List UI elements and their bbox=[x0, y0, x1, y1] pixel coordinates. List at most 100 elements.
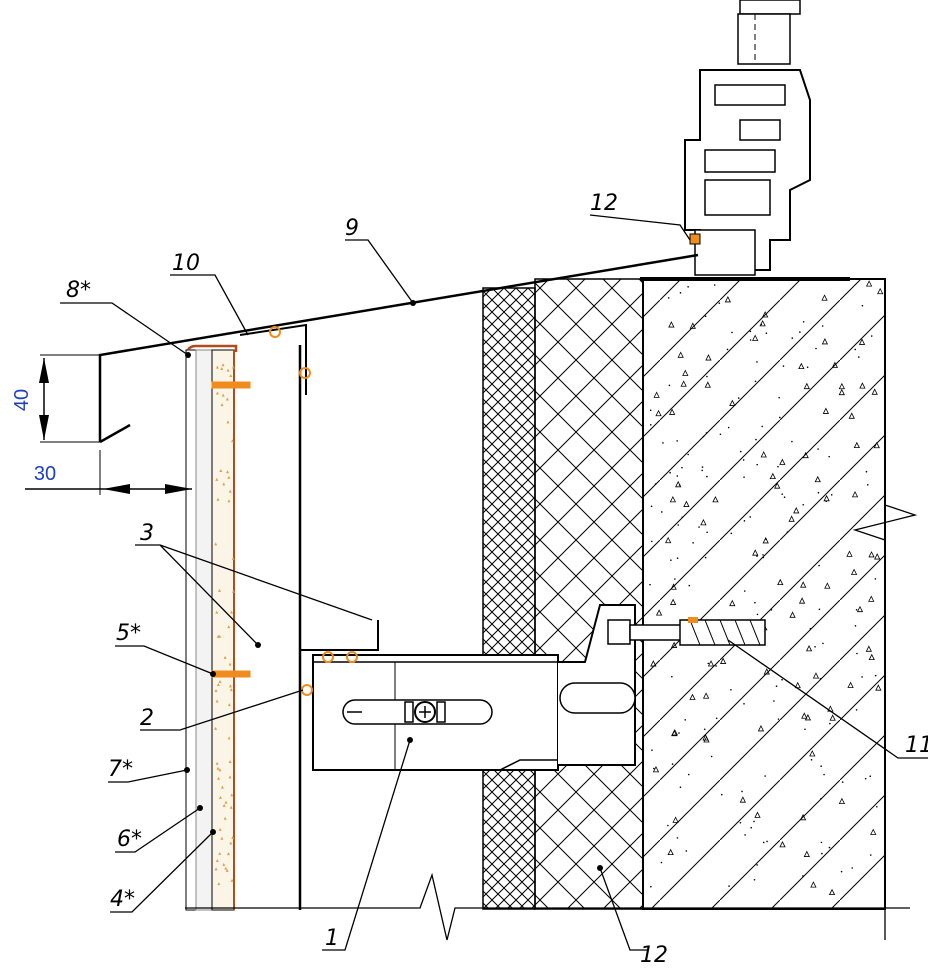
aggregate-mark bbox=[828, 888, 836, 896]
aggregate-mark bbox=[218, 588, 222, 592]
aggregate-mark bbox=[831, 361, 839, 368]
cladding-panel bbox=[185, 344, 238, 911]
aggregate-mark bbox=[218, 827, 222, 831]
aggregate-mark bbox=[828, 455, 830, 458]
aggregate-mark bbox=[220, 785, 224, 789]
aggregate-mark bbox=[228, 684, 232, 688]
aggregate-mark bbox=[689, 693, 696, 700]
aggregate-mark bbox=[821, 338, 829, 345]
aggregate-mark bbox=[756, 555, 758, 557]
aggregate-mark bbox=[851, 867, 854, 869]
aggregate-mark bbox=[677, 524, 680, 526]
aggregate-mark bbox=[775, 685, 778, 687]
aggregate-mark bbox=[841, 781, 844, 783]
callout-10: 10 bbox=[172, 251, 200, 276]
insulation-outer-layer bbox=[534, 278, 644, 910]
aggregate-mark bbox=[801, 712, 808, 719]
aggregate-mark bbox=[692, 542, 694, 544]
aggregate-mark bbox=[670, 641, 678, 648]
aggregate-mark bbox=[227, 499, 231, 503]
concrete-wall bbox=[642, 278, 918, 940]
aggregate-mark bbox=[798, 597, 806, 604]
aggregate-mark bbox=[868, 551, 875, 558]
aggregate-mark bbox=[649, 409, 652, 412]
aggregate-mark bbox=[861, 676, 863, 678]
aggregate-mark bbox=[217, 776, 221, 780]
aggregate-mark bbox=[856, 605, 864, 613]
aggregate-mark bbox=[215, 477, 219, 481]
aggregate-mark bbox=[821, 294, 828, 301]
aggregate-mark bbox=[221, 393, 225, 397]
aggregate-mark bbox=[224, 866, 228, 870]
aggregate-mark bbox=[704, 381, 711, 388]
aggregate-mark bbox=[218, 680, 222, 684]
aggregate-mark bbox=[778, 396, 780, 399]
aggregate-mark bbox=[786, 531, 789, 533]
callout-8: 8* bbox=[66, 278, 91, 303]
aggregate-mark bbox=[231, 365, 235, 369]
aggregate-mark bbox=[701, 466, 704, 468]
aggregate-mark bbox=[676, 557, 679, 559]
aggregate-mark bbox=[227, 475, 231, 479]
aggregate-mark bbox=[223, 655, 227, 659]
aggregate-mark bbox=[216, 634, 220, 638]
aggregate-mark bbox=[823, 773, 825, 776]
callout-12-bottom: 12 bbox=[640, 943, 668, 968]
aggregate-mark bbox=[729, 599, 736, 607]
aggregate-mark bbox=[228, 775, 232, 779]
aggregate-mark bbox=[715, 717, 718, 720]
aggregate-mark bbox=[789, 611, 796, 618]
callout-9: 9 bbox=[345, 216, 359, 241]
aggregate-mark bbox=[654, 483, 657, 485]
aggregate-mark bbox=[229, 373, 233, 377]
aggregate-mark bbox=[672, 816, 679, 823]
aggregate-mark bbox=[865, 280, 873, 287]
dimension-40-label: 40 bbox=[11, 389, 33, 411]
aggregate-mark bbox=[226, 420, 230, 424]
aggregate-mark bbox=[754, 601, 756, 604]
aggregate-mark bbox=[705, 432, 708, 434]
aggregate-mark bbox=[216, 683, 220, 687]
aggregate-mark bbox=[227, 625, 231, 629]
aggregate-mark bbox=[744, 834, 746, 836]
aggregate-mark bbox=[809, 627, 812, 630]
aggregate-mark bbox=[724, 296, 732, 303]
aggregate-mark bbox=[660, 511, 663, 513]
callout-1: 1 bbox=[325, 926, 339, 951]
vertical-guide-profile bbox=[239, 323, 379, 910]
aggregate-mark bbox=[676, 440, 678, 442]
aggregate-mark bbox=[820, 841, 823, 844]
aggregate-mark bbox=[781, 678, 783, 681]
callout-6: 6* bbox=[117, 827, 142, 852]
aggregate-mark bbox=[227, 736, 231, 740]
callout-11: 11 bbox=[905, 733, 928, 758]
callout-5: 5* bbox=[116, 621, 141, 646]
aggregate-mark bbox=[739, 821, 742, 824]
aggregate-mark bbox=[670, 583, 677, 590]
aggregate-mark bbox=[225, 397, 229, 401]
aggregate-mark bbox=[715, 665, 717, 667]
aggregate-mark bbox=[777, 718, 780, 720]
aggregate-mark bbox=[760, 451, 767, 458]
aggregate-mark bbox=[218, 795, 222, 799]
aggregate-mark bbox=[704, 556, 707, 559]
aggregate-mark bbox=[668, 408, 676, 415]
aggregate-mark bbox=[670, 559, 672, 561]
aggregate-mark bbox=[676, 475, 679, 477]
callout-leaders bbox=[60, 214, 928, 951]
aggregate-mark bbox=[846, 550, 853, 557]
aggregate-mark bbox=[762, 556, 765, 559]
callout-2: 2 bbox=[140, 706, 154, 731]
aggregate-mark bbox=[720, 793, 723, 796]
aggregate-mark bbox=[764, 775, 766, 777]
aggregate-mark bbox=[660, 861, 663, 864]
callout-7: 7* bbox=[108, 757, 133, 782]
aggregate-mark bbox=[763, 668, 770, 675]
aggregate-mark bbox=[229, 688, 233, 692]
aggregate-mark bbox=[662, 442, 664, 444]
aggregate-mark bbox=[868, 595, 875, 602]
aggregate-mark bbox=[707, 660, 715, 667]
aggregate-mark bbox=[706, 375, 708, 378]
aggregate-mark bbox=[820, 797, 822, 800]
aggregate-mark bbox=[761, 311, 769, 318]
